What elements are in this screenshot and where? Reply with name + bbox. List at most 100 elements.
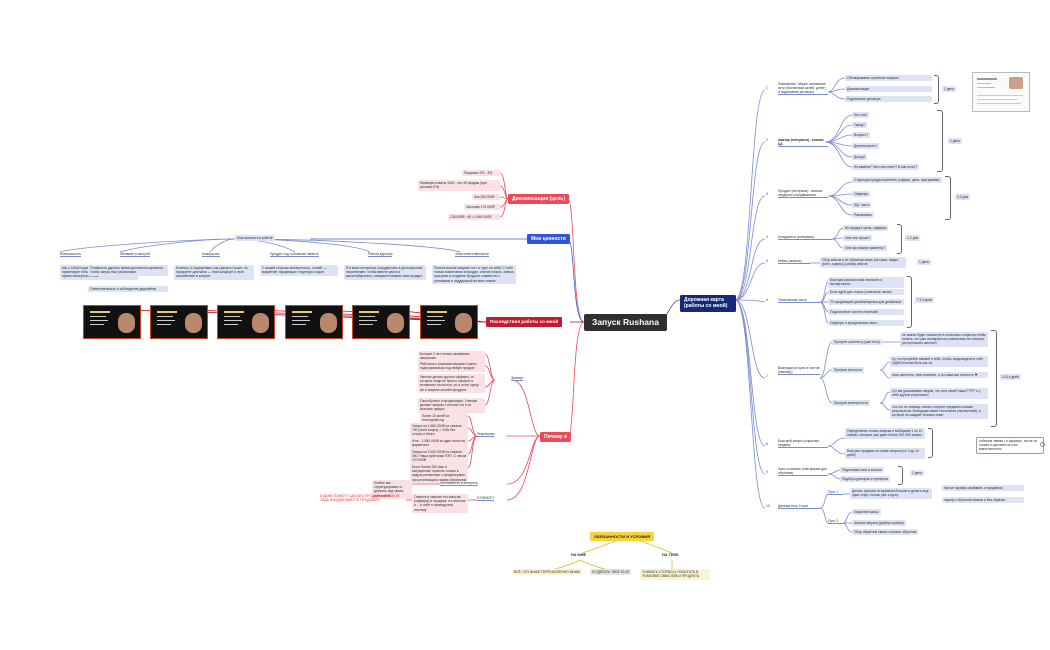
step-7-detail[interactable]: тут мы доказываем людям, что ты в своей … (890, 388, 988, 399)
roadmap-branch[interactable]: Дорожная карта (работы со мной) (680, 295, 736, 312)
case-thumbnail[interactable] (217, 305, 275, 339)
result-item[interactable]: Запуск на 3.300.000₽ на охватах 350. Ниш… (410, 449, 468, 464)
step-9-sub[interactable]: Подбор кураторов и тренеров (840, 476, 890, 483)
path-1-item[interactable]: Делать прогрев по времени больше и делат… (850, 488, 932, 499)
decomp-item[interactable]: Чистыми 170.000₽ (464, 204, 500, 211)
duties-title[interactable]: ОБЯЗАННОСТИ И УСЛОВИЯ (590, 532, 655, 541)
value-body[interactable]: Готовность уделить время достаточно врем… (88, 265, 168, 276)
path-1-item[interactable]: тариф с обратной связью и без обратки (942, 497, 1024, 504)
step-2-sub[interactable]: Гарад? (852, 122, 867, 129)
step-6-label[interactable]: Техническая часть (778, 298, 820, 304)
case-thumbnail[interactable] (352, 305, 410, 339)
value-head[interactable]: Работа вдолгую (368, 252, 393, 258)
step-2-sub[interactable]: Деятельность? (852, 143, 880, 150)
why-system[interactable]: Системность и контроль (440, 481, 478, 487)
step-3-sub[interactable]: Офферы (852, 191, 871, 198)
decomposition-branch[interactable]: Декомпозиция (цель) (508, 194, 569, 205)
step-7-detail[interactable]: что-это ты помощь понять получит предмет… (890, 404, 988, 419)
step-6-sub[interactable]: ТЗ продающий дизайн/нарезка для дизайнер… (828, 299, 904, 306)
expert-item[interactable]: Умение делать крутые офферы, от которых … (418, 374, 485, 393)
step-8-sub[interactable]: Определение схемы запуска и выбираем 1 и… (845, 428, 925, 439)
case-thumbnail[interactable] (420, 305, 478, 339)
step-7-sub[interactable]: Прогрев экспертности (832, 400, 870, 407)
step-1-sub[interactable]: Декомпозиция (845, 86, 932, 93)
help-item[interactable]: Главное в запуске это смыслы (офферы) и … (412, 494, 468, 513)
value-head[interactable]: Комфортно (202, 252, 220, 258)
step-2-sub[interactable]: Из замена? Чего она хочет? И как хотят? (852, 164, 920, 171)
step-9-label[interactable]: Чаты и каналы (платформа для обучения) (778, 467, 828, 477)
step-6-sub[interactable]: Подключение систем платежей (828, 309, 904, 316)
step-4-label[interactable]: Конкуренты (интервью) (778, 235, 832, 241)
step-10-label[interactable]: Дальше есть 2 пути (778, 504, 820, 510)
step-8-label[interactable]: Быстрый запуск (открытые продаж) (778, 439, 828, 449)
case-thumbnail[interactable] (83, 305, 141, 339)
values-branch[interactable]: Мои ценности (527, 234, 570, 245)
step-3-sub[interactable]: Структура продукта/рейтинг (оффер, цена,… (852, 177, 942, 184)
duties-me[interactable]: НА МНЕ (571, 553, 586, 557)
step-6-sub[interactable]: Блок идей для сторис (советские лазни) (828, 289, 904, 296)
step-9-sub[interactable]: Подготовка чата и канала (840, 467, 884, 474)
step-7-sub[interactable]: Прогрев к контенту (уже есть) (832, 339, 882, 346)
decomp-item[interactable]: 135.000₽ * 45 = 3 660 000₽ (448, 214, 500, 221)
duties-me-item[interactable]: И СДЕЛАТЬ ТЕБЕ 10-20 (590, 569, 632, 576)
path-1[interactable]: Путь 1 (828, 490, 843, 496)
result-item[interactable]: Итог - 1.980.000₽ за один поток на марке… (410, 438, 468, 449)
step-6-sub[interactable]: Офферы и юридическая часть (828, 320, 904, 327)
result-item[interactable]: Запуск на 1.680.000₽ на охватах 750 (сво… (410, 423, 468, 438)
why-help[interactable]: Я ПОМОГУ (477, 496, 495, 502)
step-6-sub[interactable]: Быстрая рассылочная личности и экспертно… (828, 277, 904, 288)
values-group-label[interactable]: Мои ценности в работе (235, 235, 275, 242)
step-5-label[interactable]: Кейсы (анализ) (778, 259, 810, 265)
value-body[interactable]: Конечно, и подозреваю, как сделать лучше… (174, 265, 254, 280)
value-head[interactable]: Безопасность (60, 252, 82, 258)
help-item[interactable]: И ДАЖЕ ПОМОГУ СДЕЛАТЬ ПРОДАЖИ ИЗ ТОБОЙ С… (320, 494, 400, 503)
value-head[interactable]: Зона ответственности (455, 252, 489, 258)
why-expert[interactable]: Эксперт (511, 376, 524, 382)
step-7-detail[interactable]: тут ты прогрейте свежий о тебе, чтобы лю… (890, 356, 988, 367)
step-4-sub[interactable]: Чем они лучше? (843, 235, 873, 242)
step-7-detail[interactable]: не можно будет посмотреть несколько стор… (900, 332, 988, 347)
results-branch[interactable]: Последствия работы со мной (486, 317, 563, 327)
duties-you-item[interactable]: СНИМАТЬ СТОРИСЫ, ПОМОГАТЬ В УПАКОВКЕ СМЫ… (640, 569, 710, 580)
root-node[interactable]: Запуск Rushana (584, 314, 667, 331)
expert-item[interactable]: Сам обучено и продюсирую. Ученики делают… (418, 398, 485, 413)
path-1-item[interactable]: так же тарифы разбивать и продавать (942, 485, 1024, 492)
path-2[interactable]: Путь 2 (828, 519, 843, 525)
step-1-sub[interactable]: Обговариваем стратегию запуска (845, 75, 932, 82)
case-thumbnail[interactable] (285, 305, 343, 339)
duties-you[interactable]: НА ТЕБЕ (662, 553, 679, 557)
result-item[interactable]: более 15 млн₽ за последний год (420, 413, 468, 424)
path-2-item[interactable]: Закрытие кассы (852, 509, 881, 516)
value-head[interactable]: Желание и настрой (120, 252, 150, 258)
step-2-sub[interactable]: Доход? (852, 154, 868, 161)
result-item[interactable]: Было более 250 ниш и запущенные проекты … (410, 464, 468, 483)
decomp-item[interactable]: Минимум охваты 1500 - это 45 продаж (при… (418, 180, 500, 191)
step-3-label[interactable]: Продукт (интервью) - анализ продукта и п… (778, 189, 828, 199)
step-5-sub[interactable]: Сбор кейсов и их обратная связь (истории… (820, 257, 906, 268)
step-2-sub[interactable]: Кто она? (852, 112, 870, 119)
duties-me-item[interactable]: ВСЁ, ЧТО ВЫШЕ ПЕРЕЧИСЛЕННО ВЫШЕ (512, 569, 583, 576)
path-2-item[interactable]: Сбор обратной связи и начало обучения (852, 529, 919, 536)
step-8-sub[interactable]: Быстрая продажа по схеме запуска (от 3 д… (845, 448, 925, 459)
collapse-icon[interactable] (1040, 442, 1045, 447)
step-3-sub[interactable]: Юр. часть (852, 202, 872, 209)
decomp-item[interactable]: Покупают 2% - 3% (462, 170, 500, 177)
step-7-label[interactable]: Выкладка (сторис и постов (ежесер)) (778, 366, 820, 376)
step-3-sub[interactable]: Распаковка (852, 212, 874, 219)
why-me-branch[interactable]: Почему я (540, 432, 571, 443)
step-4-sub[interactable]: Чем мы можем привлечь? (843, 245, 888, 252)
system-item[interactable]: Люблю все структурировать и держать под … (372, 480, 412, 499)
step-1-sub[interactable]: Подписание договора (845, 96, 932, 103)
expert-item[interactable]: Больше 2 лет только занимаюсь запусками (418, 351, 485, 362)
expert-item[interactable]: Работала с разными нишами и умею подстра… (418, 361, 485, 372)
value-head[interactable]: Продукт под составляет вместе (270, 252, 319, 258)
value-body[interactable]: Полное взятие запуска «от» и «до» на себ… (432, 265, 516, 284)
step-1-label[interactable]: Знакомство, общее понимание пути (постан… (778, 82, 828, 96)
case-thumbnail[interactable] (150, 305, 208, 339)
step-4-sub[interactable]: Их продукт, цены, офферы (843, 225, 889, 232)
value-body[interactable]: С вашей стороны экспертность, с моей — м… (260, 265, 338, 276)
value-extra[interactable]: Ответственность и соблюдение дедлайнов (88, 286, 168, 293)
path-2-item[interactable]: Анализ запуска (разбор ошибок) (852, 520, 906, 527)
step-7-sub[interactable]: Прогрев личности (832, 367, 864, 374)
step-2-sub[interactable]: Возраст? (852, 132, 871, 139)
